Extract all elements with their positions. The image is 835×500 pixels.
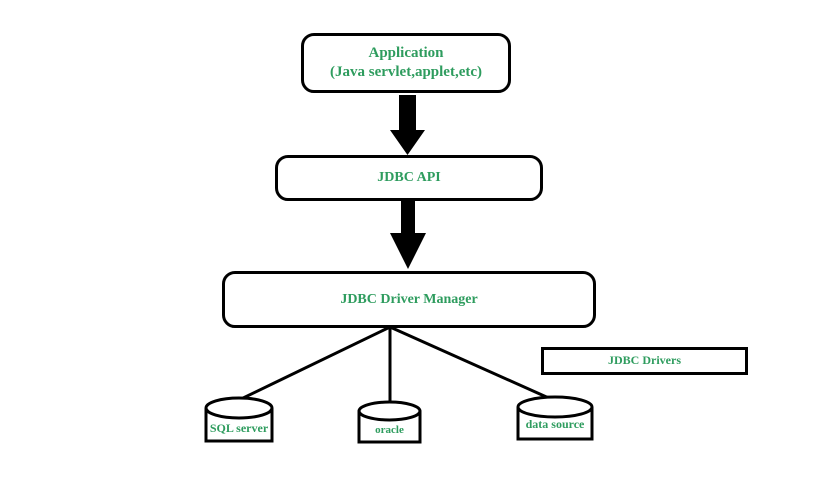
node-application-label: Application (Java servlet,applet,etc) bbox=[329, 44, 483, 80]
datastore-oracle[interactable]: oracle bbox=[356, 400, 423, 444]
cylinder-shape-icon bbox=[357, 400, 422, 444]
node-jdbc-drivers-label: JDBC Drivers bbox=[608, 353, 681, 368]
datastore-sql-server[interactable]: SQL server bbox=[203, 396, 275, 444]
node-application[interactable]: Application (Java servlet,applet,etc) bbox=[301, 33, 511, 93]
connector-application-to-jdbc-api bbox=[390, 95, 425, 155]
datastore-oracle-label: oracle bbox=[375, 424, 404, 436]
datastore-sql-server-label: SQL server bbox=[209, 421, 269, 435]
connector-driver-manager-to-sql-server bbox=[238, 325, 391, 402]
node-jdbc-driver-manager[interactable]: JDBC Driver Manager bbox=[222, 271, 596, 328]
datastore-data-source-label: data source bbox=[525, 417, 585, 431]
connector-jdbc-api-to-driver-manager bbox=[390, 201, 426, 269]
node-jdbc-driver-manager-label: JDBC Driver Manager bbox=[340, 291, 478, 307]
datastore-data-source[interactable]: data source bbox=[515, 395, 595, 442]
connector-driver-manager-to-data-source bbox=[389, 325, 552, 401]
node-jdbc-drivers[interactable]: JDBC Drivers bbox=[541, 347, 748, 375]
cylinder-shape-icon bbox=[516, 395, 594, 441]
node-jdbc-api-label: JDBC API bbox=[377, 170, 441, 186]
cylinder-shape-icon bbox=[204, 396, 274, 443]
node-jdbc-api[interactable]: JDBC API bbox=[275, 155, 543, 201]
